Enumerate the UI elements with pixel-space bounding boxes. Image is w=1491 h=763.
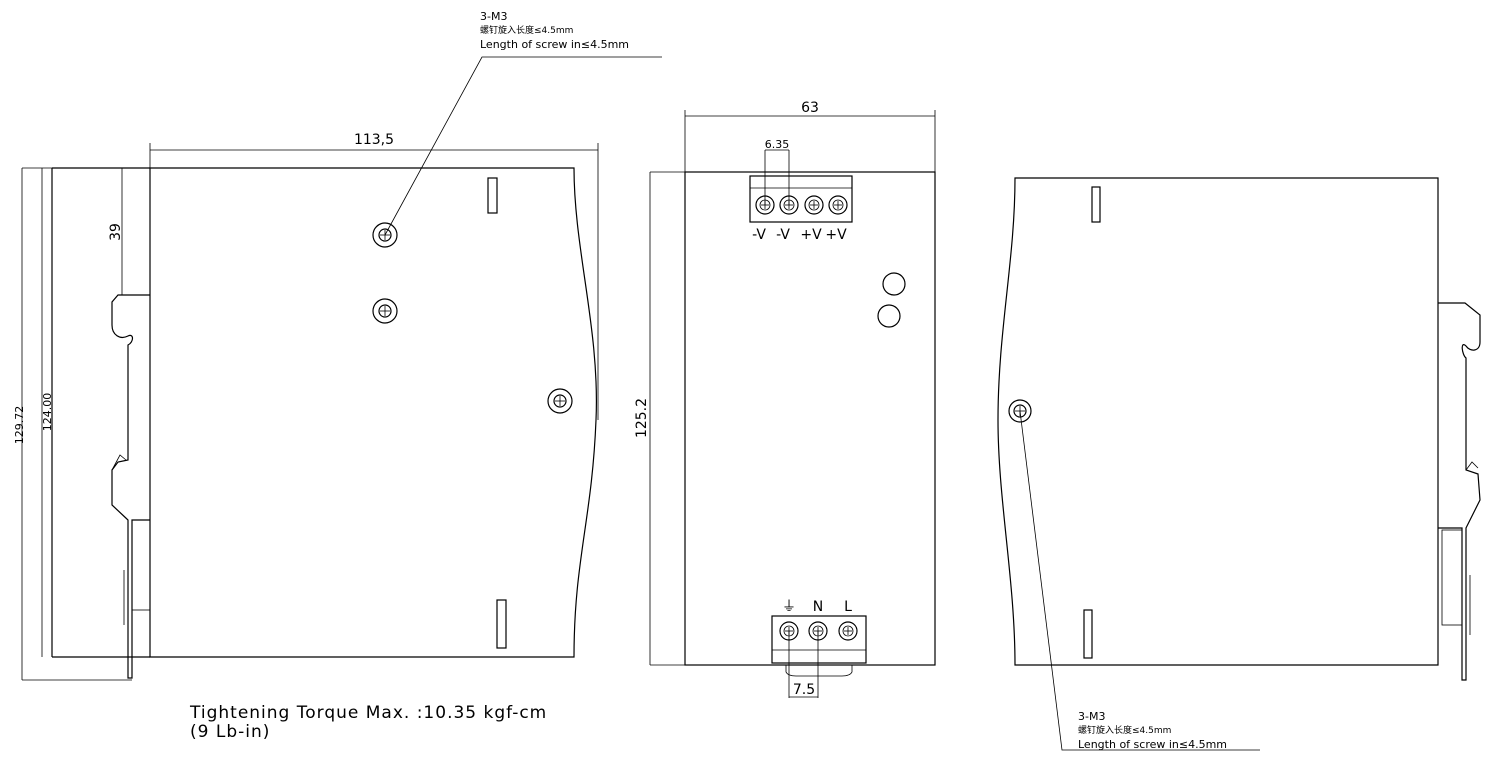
- screw-note-top-2: 螺钉旋入长度≤4.5mm: [480, 24, 573, 36]
- screw-icon: [372, 298, 398, 324]
- input-terminal-block: [771, 615, 867, 664]
- leader-line-top: [384, 56, 662, 236]
- vent-slot: [487, 177, 498, 214]
- dim-terminal-pitch-top: 6.35: [765, 138, 790, 151]
- screw-note-bottom-1: 3-M3: [1078, 710, 1105, 723]
- dim-side-width: 113,5: [354, 132, 394, 148]
- screw-note-top-1: 3-M3: [480, 10, 507, 23]
- dim-terminal-pitch-bottom: 7.5: [793, 682, 815, 698]
- dim-rail-offset: 39: [108, 223, 124, 241]
- side-view-left: 113,5 39 129.72 124.00 3-M3 螺钉旋入长度≤4.5mm…: [13, 10, 662, 742]
- vent-slot: [1083, 609, 1093, 659]
- screw-note-top-3: Length of screw in≤4.5mm: [480, 38, 629, 51]
- side-body-outline: [149, 167, 598, 658]
- output-label: -V: [776, 227, 790, 243]
- side-view-right: 3-M3 螺钉旋入长度≤4.5mm Length of screw in≤4.5…: [997, 177, 1481, 751]
- indicator-circle: [877, 304, 901, 328]
- front-view: 63 125.2 6.35 -V -V +V +V ⏚ N L: [634, 100, 936, 698]
- terminal-screw-icon: [838, 621, 858, 641]
- screw-icon: [547, 388, 573, 414]
- dim-front-height: 125.2: [634, 398, 650, 438]
- din-clip-right: [1438, 302, 1481, 681]
- side-body-outline: [997, 177, 1439, 666]
- vent-slot: [1091, 186, 1101, 223]
- leader-line-bottom: [1019, 410, 1260, 751]
- output-label: +V: [800, 227, 822, 243]
- vent-slot: [496, 599, 507, 649]
- torque-line-1: Tightening Torque Max. :10.35 kgf-cm: [189, 703, 547, 723]
- dim-body-height: 124.00: [41, 393, 54, 432]
- input-label: N: [813, 599, 823, 615]
- terminal-screw-icon: [828, 195, 848, 215]
- dim-overall-height: 129.72: [13, 406, 26, 445]
- ground-symbol-icon: ⏚: [782, 599, 796, 615]
- screw-icon: [1008, 399, 1032, 423]
- screw-note-bottom-3: Length of screw in≤4.5mm: [1078, 738, 1227, 751]
- input-label: L: [844, 599, 852, 615]
- dim-front-width: 63: [801, 100, 819, 116]
- torque-line-2: (9 Lb-in): [190, 722, 270, 742]
- din-clip-left: [111, 294, 150, 679]
- output-label: -V: [752, 227, 766, 243]
- terminal-screw-icon: [804, 195, 824, 215]
- output-label: +V: [825, 227, 847, 243]
- screw-icon: [372, 222, 398, 248]
- output-terminal-block: [749, 175, 853, 223]
- indicator-circle: [882, 272, 906, 296]
- screw-note-bottom-2: 螺钉旋入长度≤4.5mm: [1078, 724, 1171, 736]
- front-body-outline: [684, 171, 936, 666]
